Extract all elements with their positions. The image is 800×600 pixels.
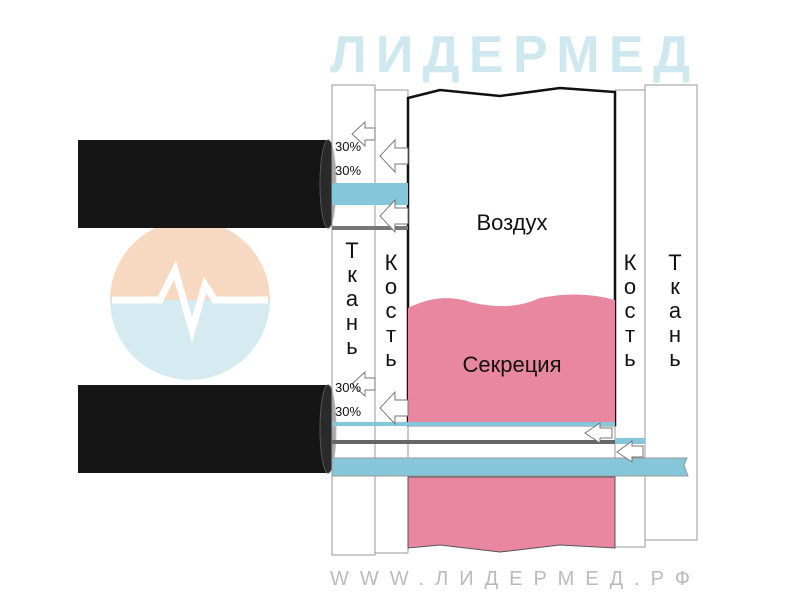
arrow-left-icon: [584, 422, 613, 444]
secretion-upper: [408, 294, 615, 425]
arrow-left-icon: [379, 198, 409, 234]
watermark-brand: ЛИДЕРМЕД: [330, 26, 690, 84]
arrow-left-icon: [379, 390, 409, 426]
arrows: [351, 120, 644, 463]
percent-label: 30%: [335, 139, 361, 154]
arrow-left-icon: [351, 370, 376, 398]
percent-label: 30%: [335, 404, 361, 419]
membrane-mid: [332, 422, 615, 426]
secretion-label: Секреция: [462, 352, 561, 377]
secretion-lower: [407, 476, 616, 553]
watermark-logo: [110, 220, 270, 380]
percent-label: 30%: [335, 380, 361, 395]
membrane-lower: [331, 457, 689, 477]
watermark-logo-top: [110, 220, 270, 300]
tissue-left: [331, 84, 376, 556]
watermark-url: WWW.ЛИДЕРМЕД.РФ: [330, 568, 690, 590]
tube-lower: [78, 384, 337, 474]
percent-label: 30%: [335, 163, 361, 178]
tube-upper: [78, 139, 337, 229]
membrane-upper: [332, 183, 408, 205]
air-label: Воздух: [476, 210, 547, 235]
watermark-logo-bottom: [110, 300, 270, 380]
pulse-icon: [112, 260, 268, 343]
arrow-left-icon: [351, 120, 376, 148]
arrow-left-icon: [379, 138, 409, 174]
arrow-left-icon: [616, 440, 644, 463]
